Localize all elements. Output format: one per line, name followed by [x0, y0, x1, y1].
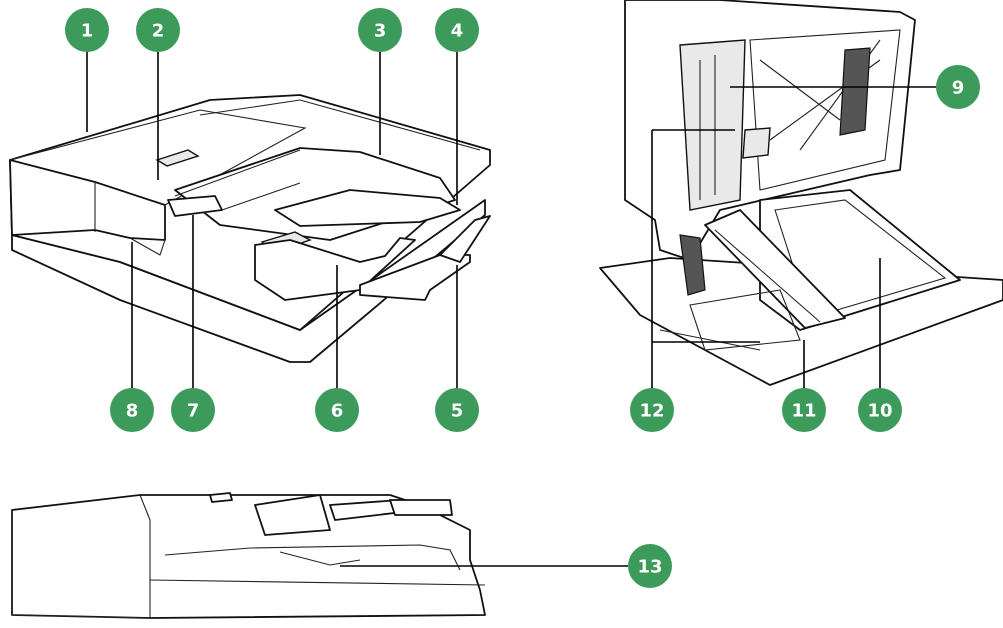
callout-number: 1	[81, 21, 94, 42]
callout-4: 4	[435, 8, 479, 52]
callout-9: 9	[936, 65, 980, 109]
callout-10: 10	[858, 388, 902, 432]
callout-2: 2	[136, 8, 180, 52]
feeder-open-view	[600, 0, 1003, 385]
callout-number: 11	[791, 401, 816, 422]
callout-13: 13	[628, 544, 672, 588]
callout-3: 3	[358, 8, 402, 52]
callout-7: 7	[171, 388, 215, 432]
callout-5: 5	[435, 388, 479, 432]
callout-number: 6	[331, 401, 344, 422]
callout-number: 5	[451, 401, 464, 422]
callout-number: 12	[639, 401, 664, 422]
callout-1: 1	[65, 8, 109, 52]
callout-number: 2	[152, 21, 165, 42]
callout-8: 8	[110, 388, 154, 432]
callout-number: 4	[451, 21, 464, 42]
callout-6: 6	[315, 388, 359, 432]
callout-11: 11	[782, 388, 826, 432]
callout-number: 10	[867, 401, 892, 422]
callout-number: 7	[187, 401, 200, 422]
callout-number: 8	[126, 401, 139, 422]
feeder-front-view	[10, 95, 490, 362]
callout-number: 9	[952, 78, 965, 99]
feeder-side-view	[12, 493, 485, 618]
callout-12: 12	[630, 388, 674, 432]
callout-number: 13	[637, 557, 662, 578]
callout-number: 3	[374, 21, 387, 42]
